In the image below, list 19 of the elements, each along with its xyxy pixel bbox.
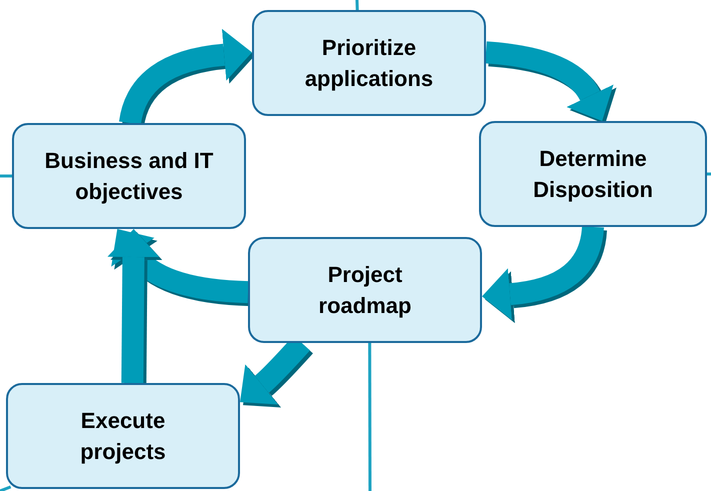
box-label: Determine Disposition	[532, 145, 654, 204]
box-label: Project roadmap	[318, 261, 412, 320]
connector-line	[707, 172, 711, 176]
box-label: Prioritize applications	[304, 34, 434, 93]
box-label: Business and IT objectives	[44, 147, 214, 206]
block-arrow	[485, 41, 613, 120]
block-arrow	[119, 28, 252, 126]
process-box	[248, 237, 482, 343]
connector-line	[356, 0, 359, 10]
process-box	[479, 121, 707, 227]
connector-line	[0, 174, 12, 178]
block-arrow	[107, 229, 160, 384]
connector-line	[0, 485, 12, 491]
connector-line	[368, 343, 372, 491]
box-label: Execute projects	[79, 407, 167, 466]
process-box	[6, 383, 240, 489]
process-box	[12, 123, 246, 229]
block-arrow	[482, 226, 604, 320]
process-box	[252, 10, 486, 116]
